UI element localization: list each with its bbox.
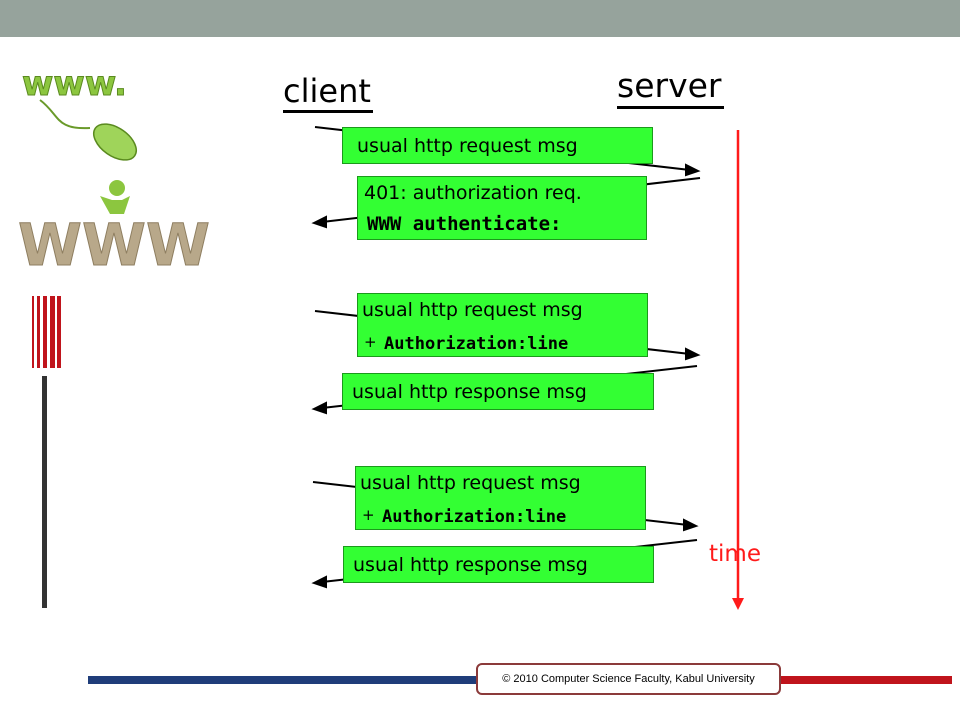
message-2-line-1: 401: authorization req.: [364, 182, 582, 204]
message-box-5: usual http request msg + Authorization:l…: [355, 466, 646, 530]
arrowhead-3: [685, 347, 701, 361]
red-stripes: [32, 296, 61, 368]
client-underline: [283, 110, 373, 113]
arrowhead-6: [311, 575, 327, 589]
mouse-icon: [93, 123, 137, 161]
message-1-text: usual http request msg: [357, 135, 578, 157]
message-box-4: usual http response msg: [342, 373, 654, 410]
top-bar: [0, 0, 960, 37]
footer-blue-bar: [88, 676, 478, 684]
person-head-icon: [109, 180, 125, 196]
time-arrowhead: [732, 598, 744, 610]
time-label: time: [709, 541, 761, 567]
message-3-line-2: Authorization:line: [384, 334, 569, 354]
message-6-text: usual http response msg: [353, 554, 588, 576]
message-box-6: usual http response msg: [343, 546, 654, 583]
message-box-3: usual http request msg + Authorization:l…: [357, 293, 648, 357]
arrowhead-2: [311, 215, 327, 229]
person-body-icon: [100, 196, 130, 214]
client-label: client: [283, 72, 371, 110]
copyright-notice: © 2010 Computer Science Faculty, Kabul U…: [476, 663, 781, 695]
time-axis: [732, 130, 744, 610]
message-5-plus: +: [362, 506, 375, 524]
dark-vertical-bar: [42, 376, 47, 608]
message-box-1: usual http request msg: [342, 127, 653, 164]
www-mouse-logo: www.: [22, 64, 137, 161]
www-person-logo: WWW: [18, 180, 210, 280]
server-label: server: [617, 66, 722, 105]
message-4-text: usual http response msg: [352, 381, 587, 403]
message-box-2: 401: authorization req. WWW authenticate…: [357, 176, 647, 240]
arrowhead-4: [311, 401, 327, 415]
www-dot-logo-text: www.: [22, 64, 127, 104]
footer-red-bar: [780, 676, 952, 684]
www-logo-text: WWW: [18, 211, 210, 279]
arrowhead-1: [685, 163, 701, 177]
mouse-cable: [39, 99, 91, 130]
server-underline: [617, 106, 724, 109]
message-3-line-1: usual http request msg: [362, 299, 583, 321]
message-5-line-2: Authorization:line: [382, 507, 567, 527]
message-5-line-1: usual http request msg: [360, 472, 581, 494]
arrowhead-5: [683, 518, 699, 532]
message-2-line-2: WWW authenticate:: [367, 213, 562, 235]
message-3-plus: +: [364, 333, 377, 351]
